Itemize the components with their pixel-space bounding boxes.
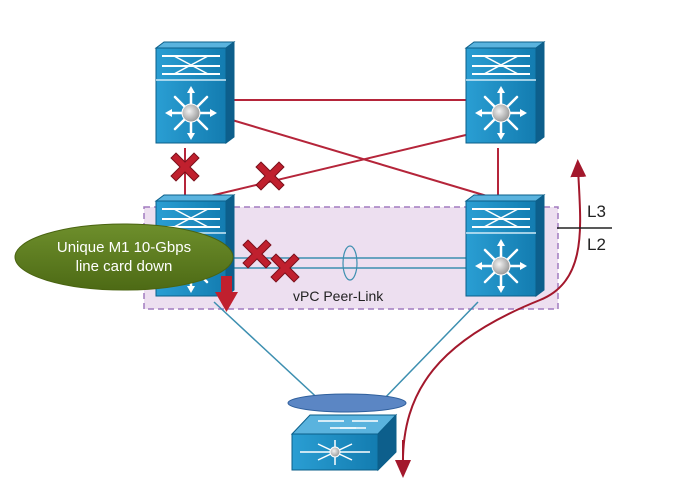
access-switch-icon — [290, 413, 398, 472]
callout-line-2: line card down — [76, 258, 173, 275]
traffic-flow-arrow-icon — [401, 159, 587, 469]
failure-callout — [14, 223, 234, 291]
uplink-left-cross — [231, 119, 488, 197]
core-switch-left-icon — [154, 40, 236, 145]
access-port-channel — [287, 393, 407, 413]
downlink-right — [377, 301, 479, 406]
peer-link-lines — [232, 257, 470, 269]
peer-link-label: vPC Peer-Link — [293, 288, 384, 304]
peer-link-port-channel — [342, 245, 358, 281]
access-downlinks — [213, 301, 479, 406]
downlink-left — [213, 301, 326, 406]
core-switch-right-icon — [464, 40, 546, 145]
vpc-peer-switch-right-icon — [464, 193, 546, 298]
callout-line-1: Unique M1 10-Gbps — [57, 239, 191, 256]
uplink-right-cross — [209, 133, 471, 197]
layer3-label: L3 — [587, 202, 606, 221]
down-arrow-icon — [215, 276, 238, 312]
layer2-label: L2 — [587, 235, 606, 254]
